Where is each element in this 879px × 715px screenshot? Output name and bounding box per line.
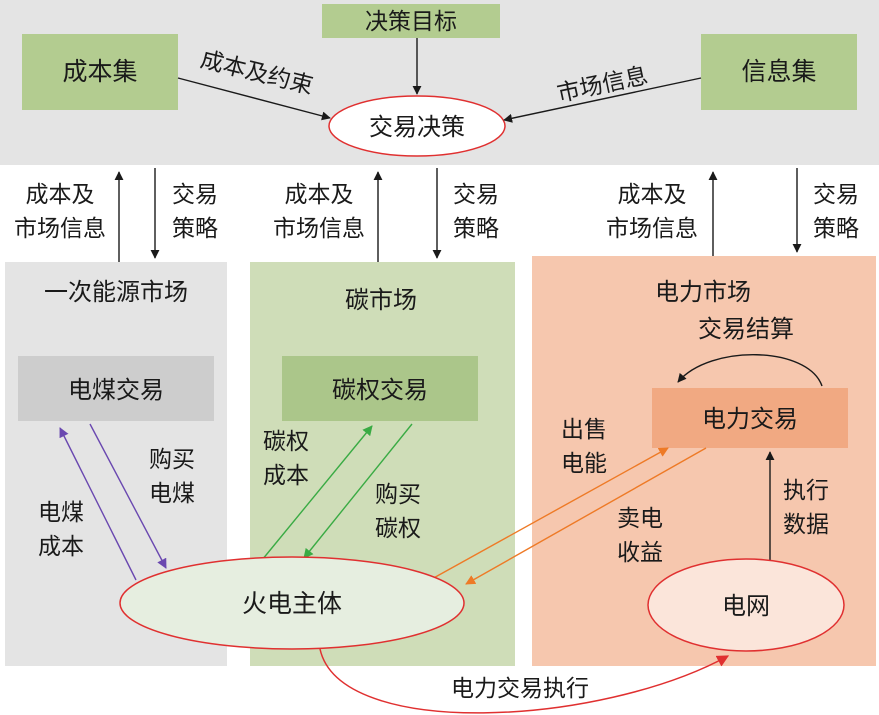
carbon-trade-box: [282, 356, 478, 421]
carbon-buy-arrow: [303, 423, 413, 559]
power-revenue-label-2: 收益: [617, 540, 663, 566]
trade-decision-ellipse: [328, 95, 506, 157]
cost-set-label: 成本集: [62, 57, 137, 86]
left-up-label-2: 市场信息: [14, 216, 106, 242]
middle-down-label-1: 交易: [453, 182, 499, 208]
sell-power-label-2: 电能: [561, 451, 607, 477]
carbon-market-title: 碳市场: [345, 286, 417, 314]
settlement-label: 交易结算: [698, 315, 794, 343]
carbon-cost-label-1: 碳权: [263, 429, 309, 455]
primary-energy-market-title: 一次能源市场: [44, 278, 188, 306]
power-revenue-arrow: [465, 447, 707, 585]
thermal-entity-ellipse: [119, 556, 465, 650]
right-up-label-2: 市场信息: [606, 216, 698, 242]
exec-data-label-2: 数据: [783, 512, 829, 538]
coal-cost-arrow: [59, 427, 137, 581]
grid-ellipse: [647, 558, 845, 652]
middle-up-label-2: 市场信息: [273, 216, 365, 242]
carbon-buy-label-1: 购买: [375, 482, 421, 508]
trade-decision-label: 交易决策: [369, 113, 465, 141]
exec-data-label-1: 执行: [783, 478, 829, 504]
cost-set-box: [22, 34, 178, 110]
power-trade-label: 电力交易: [702, 405, 798, 433]
coal-cost-label-2: 成本: [38, 534, 84, 560]
right-down-label-1: 交易: [813, 182, 859, 208]
power-trade-box: [652, 388, 848, 448]
thermal-entity-label: 火电主体: [242, 589, 342, 618]
info-set-box: [701, 34, 857, 110]
coal-buy-arrow: [89, 423, 167, 569]
carbon-buy-label-2: 碳权: [375, 516, 421, 542]
coal-buy-label-2: 电煤: [149, 481, 195, 507]
left-down-label-1: 交易: [172, 182, 218, 208]
sell-power-arrow: [429, 447, 669, 581]
sell-power-label-1: 出售: [561, 417, 607, 443]
carbon-cost-arrow: [261, 425, 373, 561]
coal-buy-label-1: 购买: [149, 447, 195, 473]
coal-trade-label: 电煤交易: [68, 376, 164, 404]
power-trade-execution-arrow: [319, 648, 730, 714]
carbon-cost-label-2: 成本: [263, 463, 309, 489]
decision-goal-box: [322, 4, 500, 38]
coal-trade-box: [18, 356, 214, 421]
info-to-decision-arrow: [503, 77, 702, 123]
settlement-loop-arrow: [677, 354, 823, 387]
middle-up-label-1: 成本及: [285, 182, 354, 208]
carbon-trade-label: 碳权交易: [332, 376, 428, 404]
power-trade-execution-label: 电力交易执行: [451, 676, 589, 702]
decision-goal-label: 决策目标: [365, 9, 457, 35]
right-up-label-1: 成本及: [618, 182, 687, 208]
left-down-label-2: 策略: [172, 216, 218, 242]
coal-cost-label-1: 电煤: [38, 500, 84, 526]
info-set-label: 信息集: [741, 57, 816, 86]
grid-label: 电网: [722, 592, 770, 620]
right-down-label-2: 策略: [813, 216, 859, 242]
power-market-title: 电力市场: [655, 278, 751, 306]
middle-down-label-2: 策略: [453, 216, 499, 242]
power-revenue-label-1: 卖电: [617, 506, 663, 532]
cost-to-decision-arrow: [177, 77, 331, 121]
left-up-label-1: 成本及: [26, 182, 95, 208]
